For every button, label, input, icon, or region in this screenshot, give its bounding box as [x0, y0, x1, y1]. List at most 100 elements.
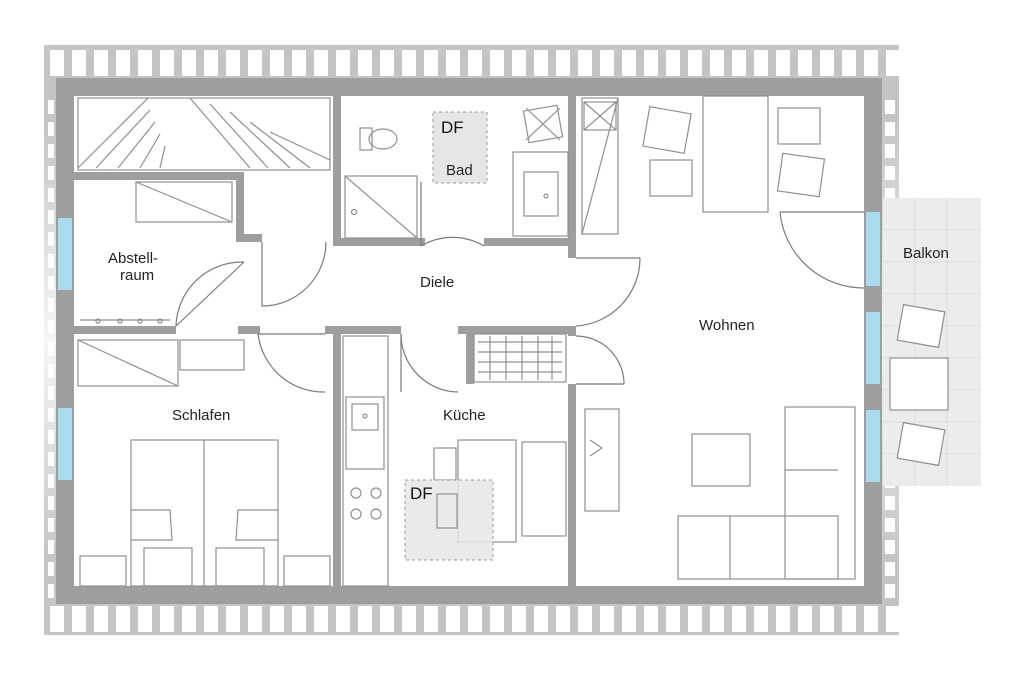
rafter-gap — [292, 606, 306, 632]
rafter-gap — [688, 606, 702, 632]
rafter-gap — [182, 50, 196, 76]
rafter-gap — [776, 606, 790, 632]
rafter-gap — [864, 50, 878, 76]
rafter-gap — [380, 606, 394, 632]
label-balkon: Balkon — [903, 245, 949, 262]
df-kitchen-marker: DF — [410, 484, 433, 503]
rafter-gap — [446, 50, 460, 76]
rafter-gap — [424, 606, 438, 632]
dormer-bath — [432, 111, 488, 184]
rafter-gap — [885, 562, 895, 576]
rafter-gap — [644, 606, 658, 632]
rafter-gap — [600, 50, 614, 76]
rafter-gap — [402, 50, 416, 76]
rafter-gap — [292, 50, 306, 76]
rafter-gap — [556, 606, 570, 632]
rafter-gap — [138, 606, 152, 632]
rafter-gap — [402, 606, 416, 632]
rafter-gap — [446, 606, 460, 632]
dormer-kitchen — [404, 479, 494, 561]
rafter-gap — [842, 50, 856, 76]
label-schlafen: Schlafen — [172, 407, 230, 424]
rafter-gap — [886, 606, 900, 632]
rafter-gap — [578, 606, 592, 632]
rafter-gap — [160, 606, 174, 632]
rafter-gap — [776, 50, 790, 76]
rafter-gap — [314, 606, 328, 632]
rafter-gap — [556, 50, 570, 76]
rafter-gap — [226, 50, 240, 76]
rafter-gap — [204, 606, 218, 632]
kitchen-fixtures — [342, 333, 567, 587]
rafter-gap — [248, 50, 262, 76]
rafter-gap — [864, 606, 878, 632]
label-bad: Bad — [446, 162, 473, 179]
rafter-gap — [48, 100, 54, 114]
rafter-gap — [885, 100, 895, 114]
rafter-gap — [622, 50, 636, 76]
rafter-gap — [754, 606, 768, 632]
rafter-gap — [204, 50, 218, 76]
rafter-gap — [72, 606, 86, 632]
rafter-gap — [710, 606, 724, 632]
label-wohnen: Wohnen — [699, 317, 755, 334]
interior-walls — [74, 96, 576, 586]
rafter-gap — [94, 50, 108, 76]
rafter-gap — [116, 606, 130, 632]
staircase — [77, 97, 331, 171]
rafter-gap — [732, 606, 746, 632]
label-abstellraum-2: raum — [120, 267, 154, 284]
kitchen-chair — [436, 493, 458, 529]
rafter-gap — [226, 606, 240, 632]
living-fixtures — [581, 95, 856, 580]
bedroom-fixtures — [77, 339, 331, 587]
rafter-gap — [94, 606, 108, 632]
balcony-furniture — [889, 303, 949, 467]
rafter-gap — [248, 606, 262, 632]
bathroom-fixtures — [344, 104, 569, 239]
rafter-gap — [490, 606, 504, 632]
rafter-gap — [314, 50, 328, 76]
rafter-gap — [358, 606, 372, 632]
rafter-gap — [578, 50, 592, 76]
rafter-gap — [468, 50, 482, 76]
rafter-gap — [336, 606, 350, 632]
rafter-gap — [820, 606, 834, 632]
rafter-gap — [754, 50, 768, 76]
rafter-gap — [842, 606, 856, 632]
storage-shelf — [80, 181, 233, 324]
room-labels: Abstell- raum DF Bad Diele Wohnen Balkon… — [108, 118, 949, 503]
label-abstellraum-1: Abstell- — [108, 250, 158, 267]
rafter-gap — [644, 50, 658, 76]
rafter-gap — [424, 50, 438, 76]
rafter-gap — [138, 50, 152, 76]
rafter-gap — [885, 584, 895, 598]
doors — [175, 182, 865, 393]
rafter-gap — [50, 50, 64, 76]
label-diele: Diele — [420, 274, 454, 291]
rafter-gap — [336, 50, 350, 76]
rafter-gap — [468, 606, 482, 632]
rafter-gap — [600, 606, 614, 632]
label-kueche: Küche — [443, 407, 486, 424]
rafter-gap — [666, 606, 680, 632]
windows — [58, 212, 880, 482]
rafter-gap — [688, 50, 702, 76]
rafter-gap — [50, 606, 64, 632]
rafter-gap — [358, 50, 372, 76]
rafter-gap — [798, 50, 812, 76]
rafter-gap — [116, 50, 130, 76]
rafter-gap — [732, 50, 746, 76]
df-bath-marker: DF — [441, 118, 464, 137]
rafter-gap — [72, 50, 86, 76]
rafter-gap — [270, 50, 284, 76]
exterior-walls — [56, 78, 882, 604]
rafter-gap — [270, 606, 284, 632]
rafter-gap — [490, 50, 504, 76]
rafter-gap — [512, 606, 526, 632]
rafter-gap — [886, 50, 900, 76]
rafter-gap — [182, 606, 196, 632]
rafter-gap — [534, 50, 548, 76]
rafter-gap — [48, 584, 54, 598]
rafter-gap — [798, 606, 812, 632]
